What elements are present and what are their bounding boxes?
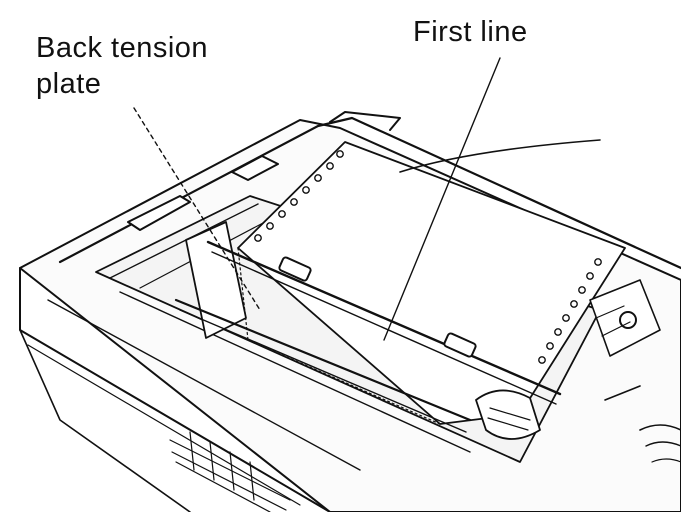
first-line-label: First line <box>413 16 528 48</box>
tractor-holes-left <box>254 150 344 242</box>
paper-draping-curve <box>399 139 601 173</box>
back-tension-plate-label: Back tension plate <box>36 30 208 102</box>
front-vents <box>169 431 291 512</box>
platen-knob <box>604 385 681 463</box>
back-tension-plate-leader <box>133 107 261 311</box>
tractor-holes-right <box>538 258 602 364</box>
print-head <box>475 389 541 440</box>
back-tension-plate-label-line2: plate <box>36 68 102 100</box>
first-line-leader <box>383 57 501 341</box>
guide-rods <box>174 240 562 433</box>
back-tension-plate-label-line1: Back tension <box>36 32 209 64</box>
tractor-mechanism-right <box>589 279 661 357</box>
left-slot <box>127 155 279 231</box>
